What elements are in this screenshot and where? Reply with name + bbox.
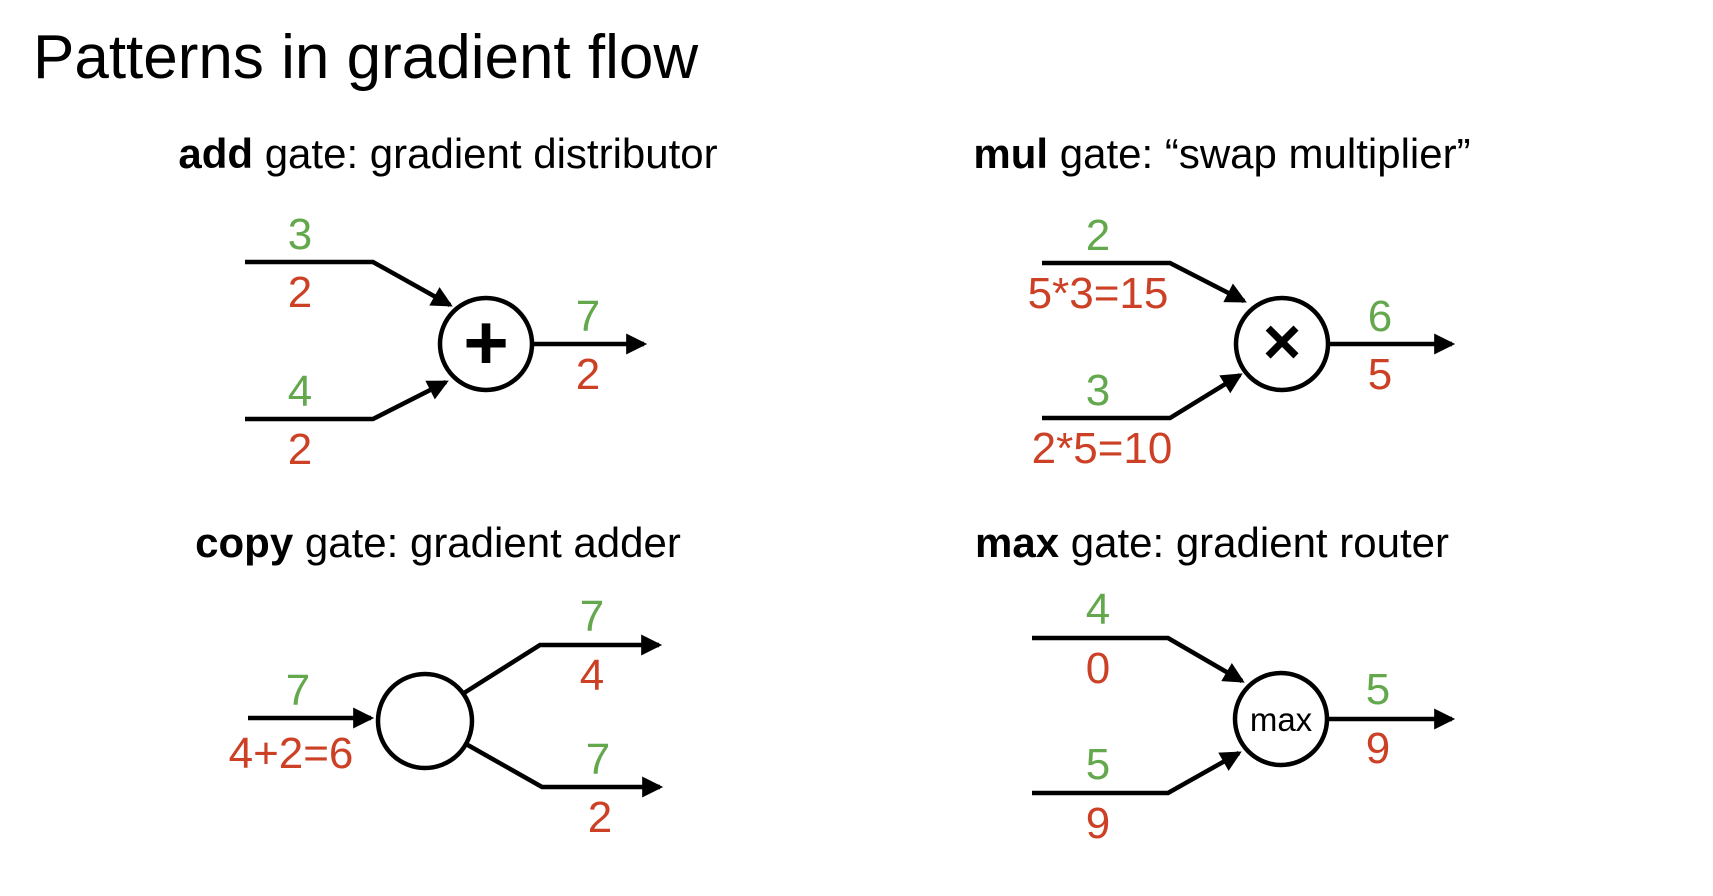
add-input2-grad: 2 [288,425,312,474]
mul-output-value: 6 [1368,292,1392,341]
mul-input1-value: 2 [1086,211,1110,260]
copy-input-grad: 4+2=6 [229,729,354,778]
mul-input2-value: 3 [1086,366,1110,415]
mul-input1-arrow [1042,260,1247,304]
add-input1-grad: 2 [288,268,312,317]
add-gate-diagram: add gate: gradient distributor + 3 2 4 2… [178,130,717,474]
max-input1-arrow [1032,635,1245,683]
max-input2-arrow [1032,751,1242,796]
copy-output1-value: 7 [580,592,604,641]
mul-gate-node [1233,295,1331,393]
mul-input2-arrow [1042,373,1243,421]
mul-gate-heading-bold: mul [973,130,1048,177]
page-title: Patterns in gradient flow [33,23,698,92]
mul-gate-heading-rest: gate: “swap multiplier” [1060,130,1471,177]
copy-output1-grad: 4 [580,651,604,700]
max-gate-heading-bold: max [975,519,1060,566]
max-gate-node [1232,670,1330,768]
add-input2-value: 4 [288,367,312,416]
copy-gate-heading-rest: gate: gradient adder [305,519,681,566]
mul-gate-diagram: mul gate: “swap multiplier” × 2 5*3=15 3… [973,130,1470,473]
plus-symbol: + [463,298,509,386]
times-symbol: × [1263,304,1302,378]
copy-gate-heading: copy gate: gradient adder [195,519,681,566]
add-input2-arrow [245,379,449,422]
add-input1-value: 3 [288,210,312,259]
copy-output2-value: 7 [586,735,610,784]
max-output-value: 5 [1366,665,1390,714]
copy-output1-arrow [462,634,663,695]
max-input1-grad: 0 [1086,644,1110,693]
copy-gate-heading-bold: copy [195,519,294,566]
add-output-grad: 2 [576,350,600,399]
mul-output-grad: 5 [1368,350,1392,399]
max-symbol: max [1250,701,1313,738]
add-output-value: 7 [576,292,600,341]
max-input1-value: 4 [1086,585,1110,634]
max-gate-heading: max gate: gradient router [975,519,1449,566]
max-gate-heading-rest: gate: gradient router [1071,519,1449,566]
mul-input2-grad: 2*5=10 [1032,424,1173,473]
max-input2-value: 5 [1086,740,1110,789]
copy-output2-grad: 2 [588,793,612,842]
mul-gate-heading: mul gate: “swap multiplier” [973,130,1470,177]
max-input2-grad: 9 [1086,799,1110,848]
add-gate-node [437,295,535,393]
max-gate-diagram: max gate: gradient router max 4 0 5 9 5 … [975,519,1456,848]
add-input1-arrow [245,259,453,307]
copy-gate-diagram: copy gate: gradient adder 7 4+2=6 7 4 7 … [195,519,681,842]
add-gate-heading: add gate: gradient distributor [178,130,717,177]
copy-output2-arrow [464,742,664,798]
copy-input-value: 7 [286,666,310,715]
max-output-grad: 9 [1366,724,1390,773]
add-gate-heading-rest: gate: gradient distributor [265,130,718,177]
copy-gate-node [375,671,475,771]
add-gate-heading-bold: add [178,130,253,177]
mul-input1-grad: 5*3=15 [1028,269,1169,318]
